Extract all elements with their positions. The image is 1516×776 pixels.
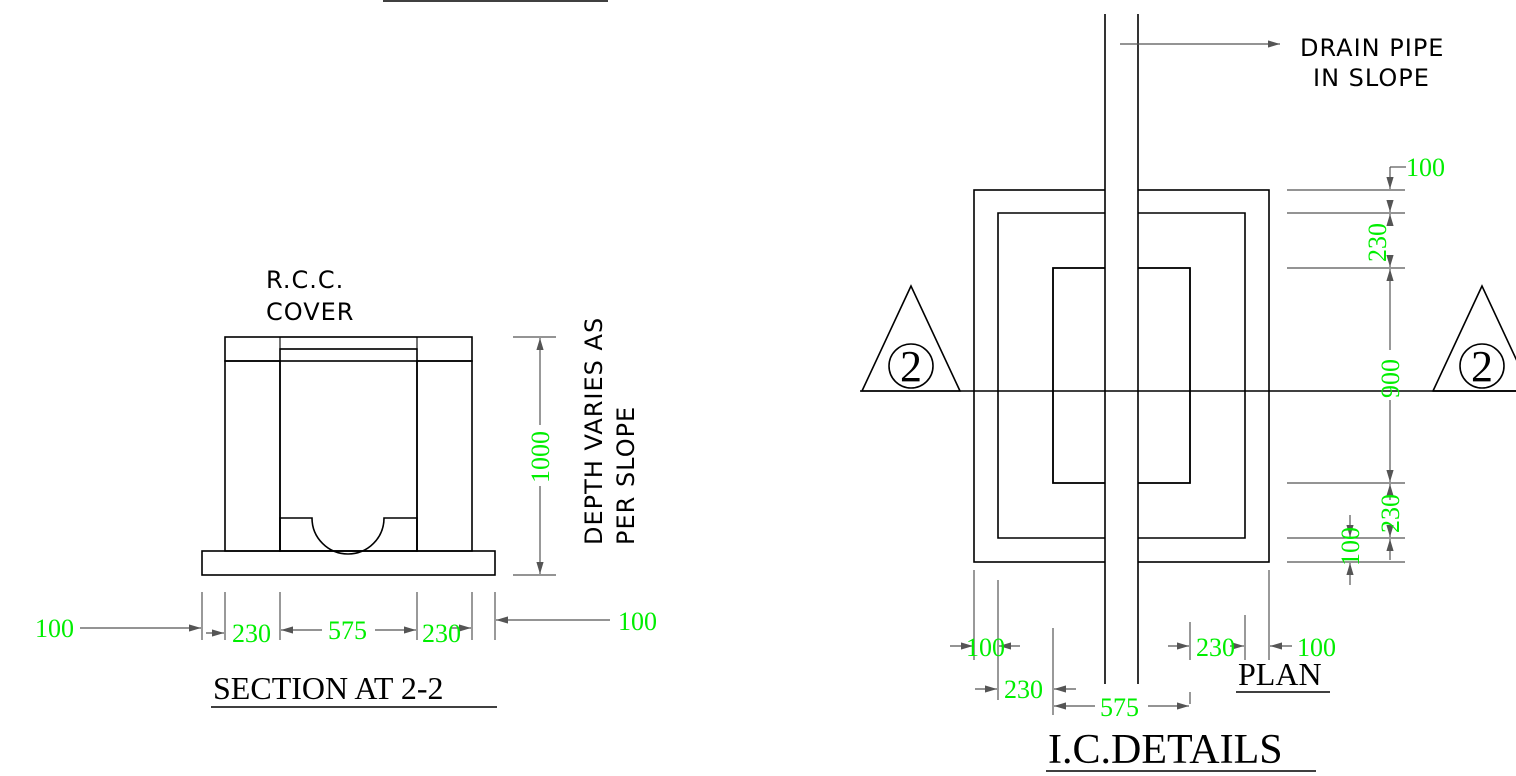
dim-inner-length: 900 — [1376, 359, 1405, 398]
dim-left-wall: 230 — [232, 619, 271, 648]
cover-inner-band — [279, 336, 418, 350]
dim-bottom-wall: 230 — [1376, 494, 1405, 533]
dim-bottom-outer: 100 — [1336, 527, 1365, 566]
dim-right-wall: 230 — [422, 619, 461, 648]
dim-plan-inner-width: 575 — [1100, 693, 1139, 722]
dim-top-outer: 100 — [1406, 153, 1445, 182]
drain-pipe-fill — [1105, 14, 1138, 684]
dim-plan-right-wall: 230 — [1196, 633, 1235, 662]
cover-label-1: R.C.C. — [266, 266, 344, 294]
section-title: SECTION AT 2-2 — [213, 670, 444, 706]
right-wall — [416, 360, 473, 552]
section-marker-right-label: 2 — [1471, 342, 1493, 391]
depth-note-1: DEPTH VARIES AS — [580, 317, 608, 545]
dim-top-wall: 230 — [1363, 223, 1392, 262]
section-marker-left — [860, 284, 962, 392]
section-marker-right-circle — [1459, 343, 1505, 389]
dim-inner-width: 575 — [328, 616, 367, 645]
section-marker-left-label: 2 — [900, 342, 922, 391]
plan-view: DRAIN PIPE IN SLOPE 2 2 100 230 — [860, 14, 1516, 722]
section-marker-left-circle — [888, 343, 934, 389]
drain-label-2: IN SLOPE — [1313, 64, 1430, 92]
dim-plan-right-outer: 100 — [1297, 633, 1336, 662]
dim-height: 1000 — [526, 431, 555, 483]
main-title: I.C.DETAILS — [1048, 727, 1283, 773]
left-wall — [224, 360, 281, 552]
drain-label-1: DRAIN PIPE — [1300, 34, 1444, 62]
benching — [279, 517, 418, 555]
dim-plan-left-wall: 230 — [1004, 675, 1043, 704]
base-slab — [201, 550, 496, 576]
dim-plan-left-outer: 100 — [966, 633, 1005, 662]
section-view: R.C.C. COVER 1000 DEPTH VARIES AS PER SL… — [35, 266, 657, 708]
dim-right-outer: 100 — [618, 607, 657, 636]
plan-title: PLAN — [1238, 656, 1322, 692]
cover-label-2: COVER — [266, 298, 354, 326]
depth-note-2: PER SLOPE — [612, 406, 640, 545]
dim-left-outer: 100 — [35, 614, 74, 643]
chamber-interior — [279, 348, 418, 552]
